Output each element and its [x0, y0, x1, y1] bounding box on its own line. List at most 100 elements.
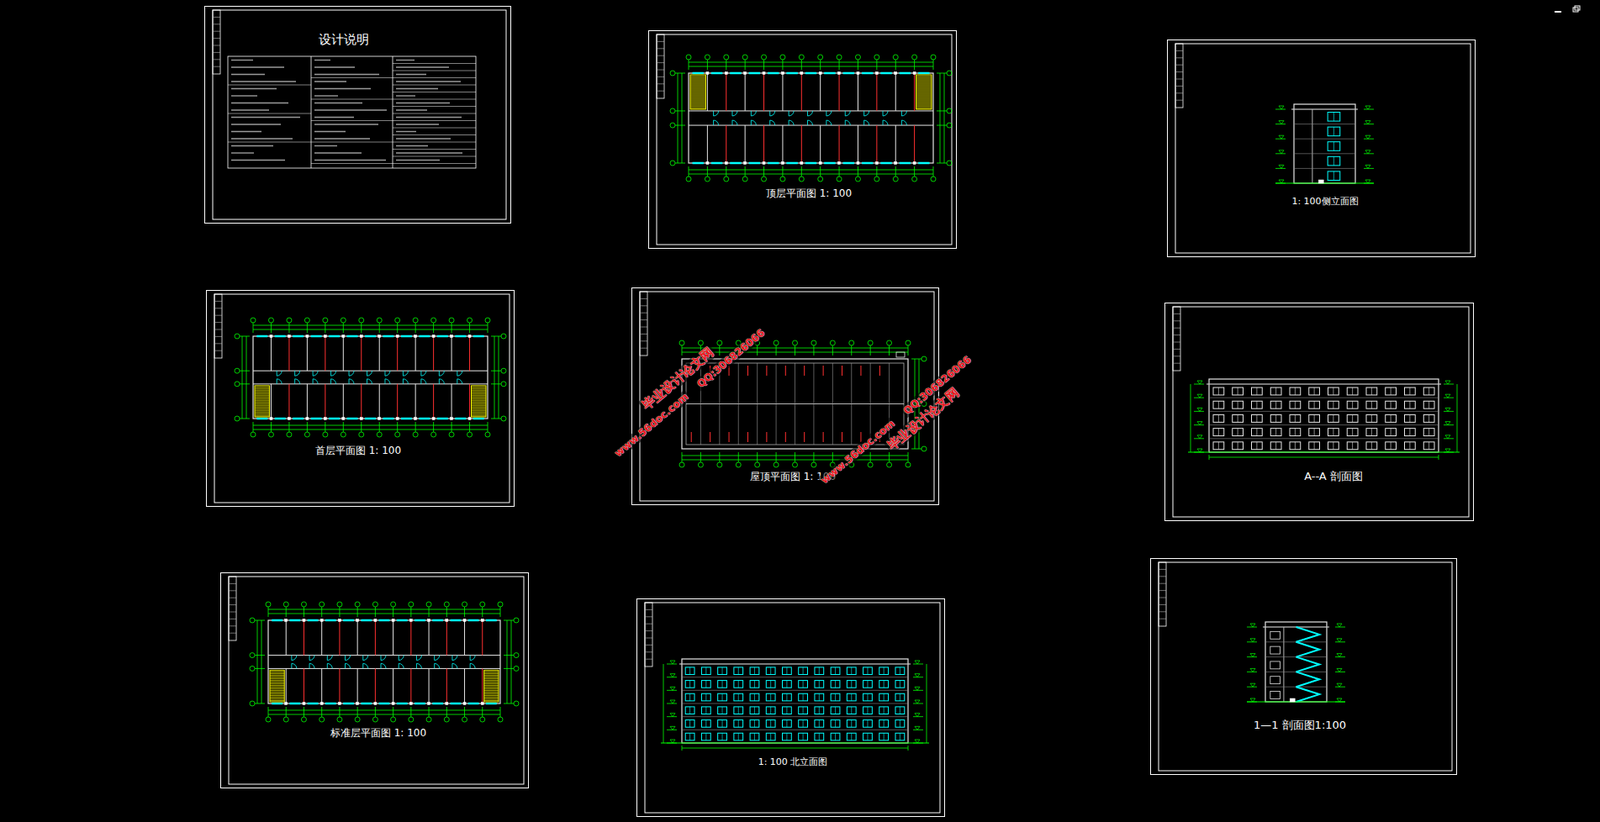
floor-line [1209, 424, 1439, 426]
column [463, 702, 466, 706]
mullion [705, 667, 707, 676]
window [1346, 428, 1358, 437]
column [409, 619, 412, 623]
stair-tread [254, 406, 270, 408]
note-line [314, 109, 387, 111]
window [863, 693, 873, 702]
window [685, 667, 695, 676]
partition [433, 384, 434, 419]
drain [747, 365, 749, 376]
window [830, 733, 840, 741]
partition [781, 73, 783, 111]
axis-bubble [513, 701, 519, 707]
extension-line [801, 166, 803, 177]
mullion [1314, 442, 1315, 450]
axis-bubble [704, 176, 710, 182]
partition [360, 336, 362, 371]
stair-tread [916, 95, 932, 96]
column [287, 335, 291, 338]
mullion [1390, 428, 1392, 437]
axis-bubble [497, 717, 503, 723]
partition [744, 73, 746, 111]
axis-bubble [286, 317, 292, 323]
partition [819, 73, 821, 111]
partition [324, 336, 326, 371]
extension-line [908, 345, 909, 356]
table-rule [392, 113, 476, 115]
note-line [396, 95, 416, 96]
slope-line [776, 363, 777, 445]
stair [916, 74, 932, 110]
window [880, 72, 892, 75]
window [1366, 401, 1378, 409]
drawing-sheet: A--A 剖面图 [1164, 302, 1474, 522]
level-mark [1275, 123, 1286, 125]
dimension-line [688, 169, 934, 171]
stair-tread [254, 386, 270, 388]
axis-bubble [686, 54, 692, 60]
title-strip-rule [639, 319, 648, 321]
stair-tread [690, 86, 706, 88]
window [1309, 428, 1321, 437]
drain [860, 365, 861, 376]
column [337, 702, 341, 706]
mullion [689, 693, 691, 702]
mullion [786, 667, 787, 676]
stair-tread [484, 688, 499, 690]
column [427, 702, 431, 706]
partition [415, 336, 417, 371]
title-strip-rule [1158, 597, 1167, 599]
extension-line [396, 422, 398, 433]
column [306, 417, 309, 421]
stair-tread [269, 697, 285, 698]
window [1366, 442, 1378, 450]
extension-line [285, 607, 287, 618]
door-swing [844, 120, 851, 126]
partition [343, 384, 344, 419]
extension-line [433, 322, 434, 333]
axis-bubble [283, 717, 289, 723]
axis-bubble [867, 462, 873, 468]
axis-bubble [304, 432, 310, 438]
extension-line [876, 166, 877, 177]
column [302, 702, 306, 706]
axis-bubble [798, 54, 804, 60]
extension-line [503, 654, 514, 656]
table-rule [311, 77, 393, 79]
mullion [689, 733, 691, 741]
stair-tread [269, 673, 285, 675]
column [342, 335, 345, 338]
axis-bubble [376, 317, 382, 323]
axis-bubble [467, 317, 473, 323]
door-swing [309, 663, 315, 669]
title-strip-rule [644, 638, 653, 639]
axis-bubble [390, 601, 397, 608]
table-rule [311, 56, 312, 169]
extension-line [913, 59, 915, 70]
extension-line [744, 166, 746, 177]
mullion [850, 733, 852, 741]
column [706, 72, 709, 75]
door-swing [327, 655, 333, 661]
extension-line [415, 422, 417, 433]
stair-tread [269, 678, 285, 680]
inner-frame [228, 576, 524, 785]
level-mark [666, 664, 677, 666]
window [814, 720, 824, 729]
stair-tread [471, 411, 486, 413]
axis-bubble [874, 54, 880, 60]
window [292, 335, 304, 338]
sheet-drawing [656, 34, 952, 245]
door [1270, 691, 1281, 700]
extension-line [357, 707, 359, 718]
dimension-line [257, 620, 259, 704]
partition [306, 384, 308, 419]
stair-tread [254, 413, 270, 415]
axis-bubble [811, 340, 817, 346]
title-strip-rule [639, 327, 648, 328]
table-rule [311, 163, 393, 164]
window [1232, 414, 1244, 423]
door-swing [807, 110, 814, 117]
title-strip-rule [1172, 313, 1181, 315]
